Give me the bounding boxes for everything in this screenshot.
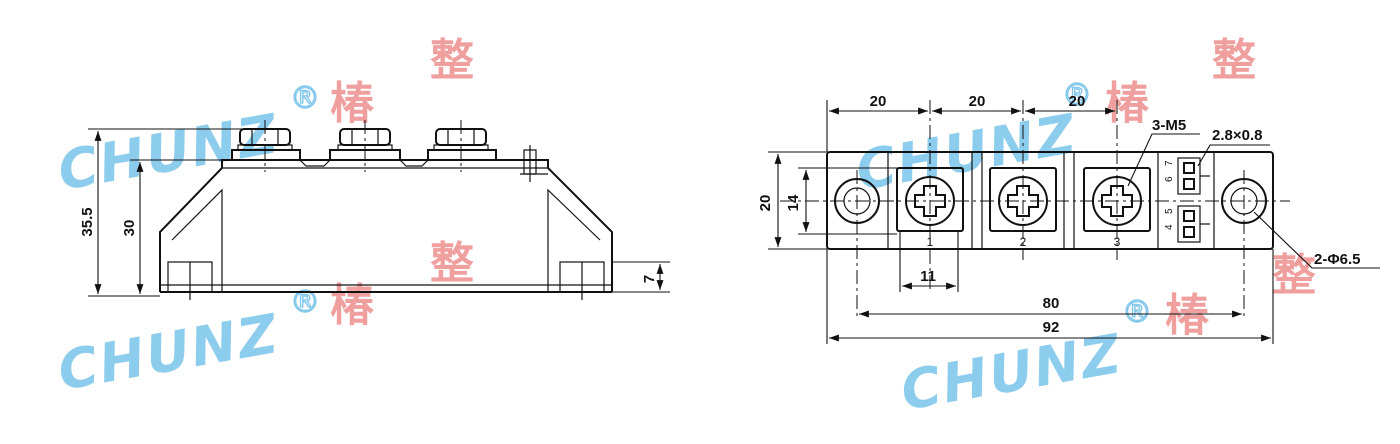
side-left-chamfer (171, 188, 223, 292)
side-right-chamfer (547, 188, 601, 292)
side-dim-7-label: 7 (641, 275, 658, 283)
watermark-bottom-right: CHUNZ ® 椿 整 (896, 250, 1316, 423)
top-aux-4-label: 4 (1164, 224, 1175, 230)
watermark-brand: CHUNZ (53, 302, 284, 403)
side-dim-35-5-label: 35.5 (79, 207, 96, 236)
side-aux-pin (520, 145, 548, 182)
top-label-tab: 2.8×0.8 (1212, 127, 1262, 144)
watermark-cn-1: 椿 (1105, 78, 1150, 129)
side-dim-30-label: 30 (121, 220, 138, 237)
top-terminal-1-label: 1 (927, 235, 934, 249)
watermark-brand: CHUNZ (53, 102, 284, 203)
top-aux-7-label: 7 (1164, 160, 1175, 166)
watermark-bottom-left: CHUNZ ® 椿 整 (53, 238, 474, 403)
watermark-registered: ® (1122, 295, 1152, 330)
top-dim-height-outer-label: 20 (757, 195, 774, 212)
top-leader-holes (1253, 211, 1380, 269)
watermark-cn-2: 整 (430, 35, 474, 86)
top-dim-hole-spacing-label: 80 (1043, 295, 1060, 312)
top-leader-tab (1197, 144, 1270, 167)
top-dim-pitch-left-label: 20 (870, 93, 887, 110)
side-notch-1 (299, 159, 331, 167)
watermark-registered: ® (290, 285, 320, 320)
watermark-top-right: CHUNZ ® 椿 整 (851, 35, 1256, 203)
top-label-holes: 2-Φ6.5 (1314, 251, 1361, 268)
top-terminal-2-label: 2 (1020, 235, 1027, 249)
top-dim-terminal-width-label: 11 (920, 268, 936, 285)
watermark-registered: ® (290, 81, 320, 116)
watermark-cn-1: 椿 (330, 280, 375, 331)
top-aux-5-label: 5 (1164, 208, 1175, 214)
watermark-cn-2: 整 (430, 238, 474, 289)
top-dim-total-length-label: 92 (1043, 319, 1060, 336)
top-leader-screws (1127, 133, 1200, 187)
top-view: 1 2 3 6 7 4 5 20 20 20 (757, 93, 1380, 344)
top-dim-height-inner-label: 14 (785, 194, 802, 211)
watermark-cn-2: 整 (1272, 250, 1316, 301)
watermark-cn-1: 椿 (330, 78, 375, 129)
side-view: 35.5 30 7 (79, 120, 670, 300)
top-label-screws: 3-M5 (1152, 117, 1186, 134)
top-dim-pitch-mid-label: 20 (969, 93, 986, 110)
watermark-brand: CHUNZ (896, 322, 1127, 423)
side-terminal-boss-3 (427, 149, 497, 160)
top-aux-tabs (1177, 157, 1210, 243)
top-dim-pitch-right-label: 20 (1069, 93, 1086, 110)
watermark-cn-2: 整 (1212, 35, 1256, 86)
watermark-top-left: CHUNZ ® 椿 整 (53, 35, 474, 203)
top-terminal-3-label: 3 (1114, 235, 1121, 249)
top-aux-6-label: 6 (1164, 176, 1175, 182)
watermark-cn-1: 椿 (1165, 290, 1210, 341)
side-body-outline (159, 159, 613, 292)
side-notch-2 (399, 159, 429, 167)
